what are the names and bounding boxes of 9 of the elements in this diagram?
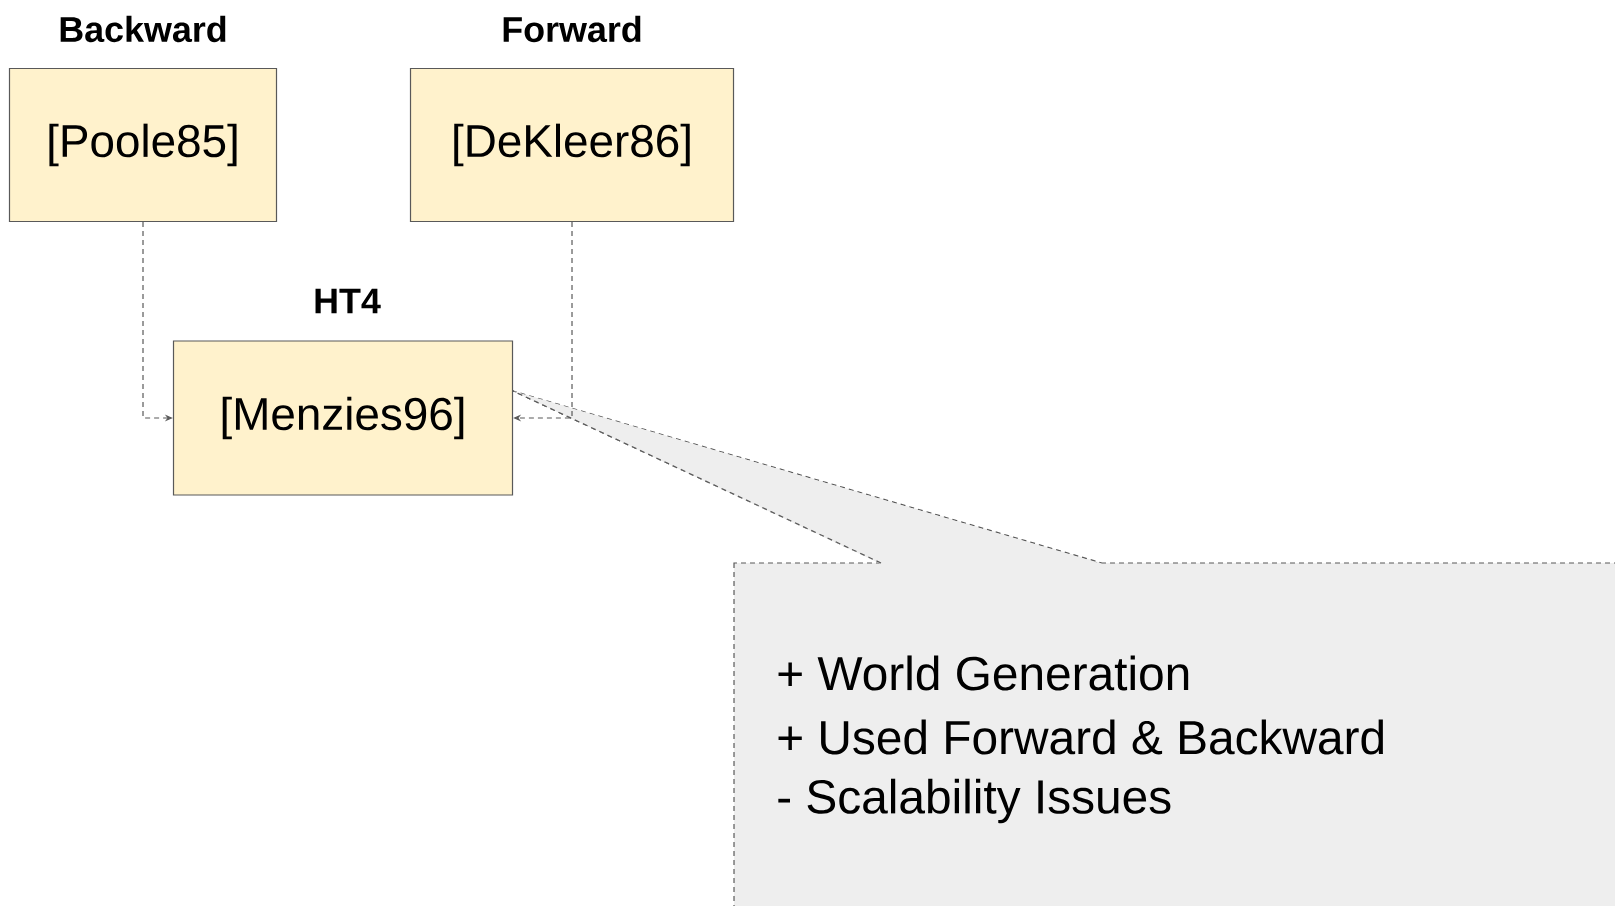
citation-box: [Poole85] — [8, 67, 278, 223]
citation-box: [DeKleer86] — [409, 67, 735, 223]
heading: HT4 — [315, 288, 381, 314]
list-item: + World Generation — [778, 655, 1189, 691]
list-item: - Scalability Issues — [778, 778, 1171, 824]
heading: Forward — [503, 15, 641, 43]
citation-box: [Menzies96] — [172, 340, 514, 496]
heading: Backward — [60, 15, 226, 43]
list-item: + Used Forward & Backward — [778, 719, 1383, 755]
